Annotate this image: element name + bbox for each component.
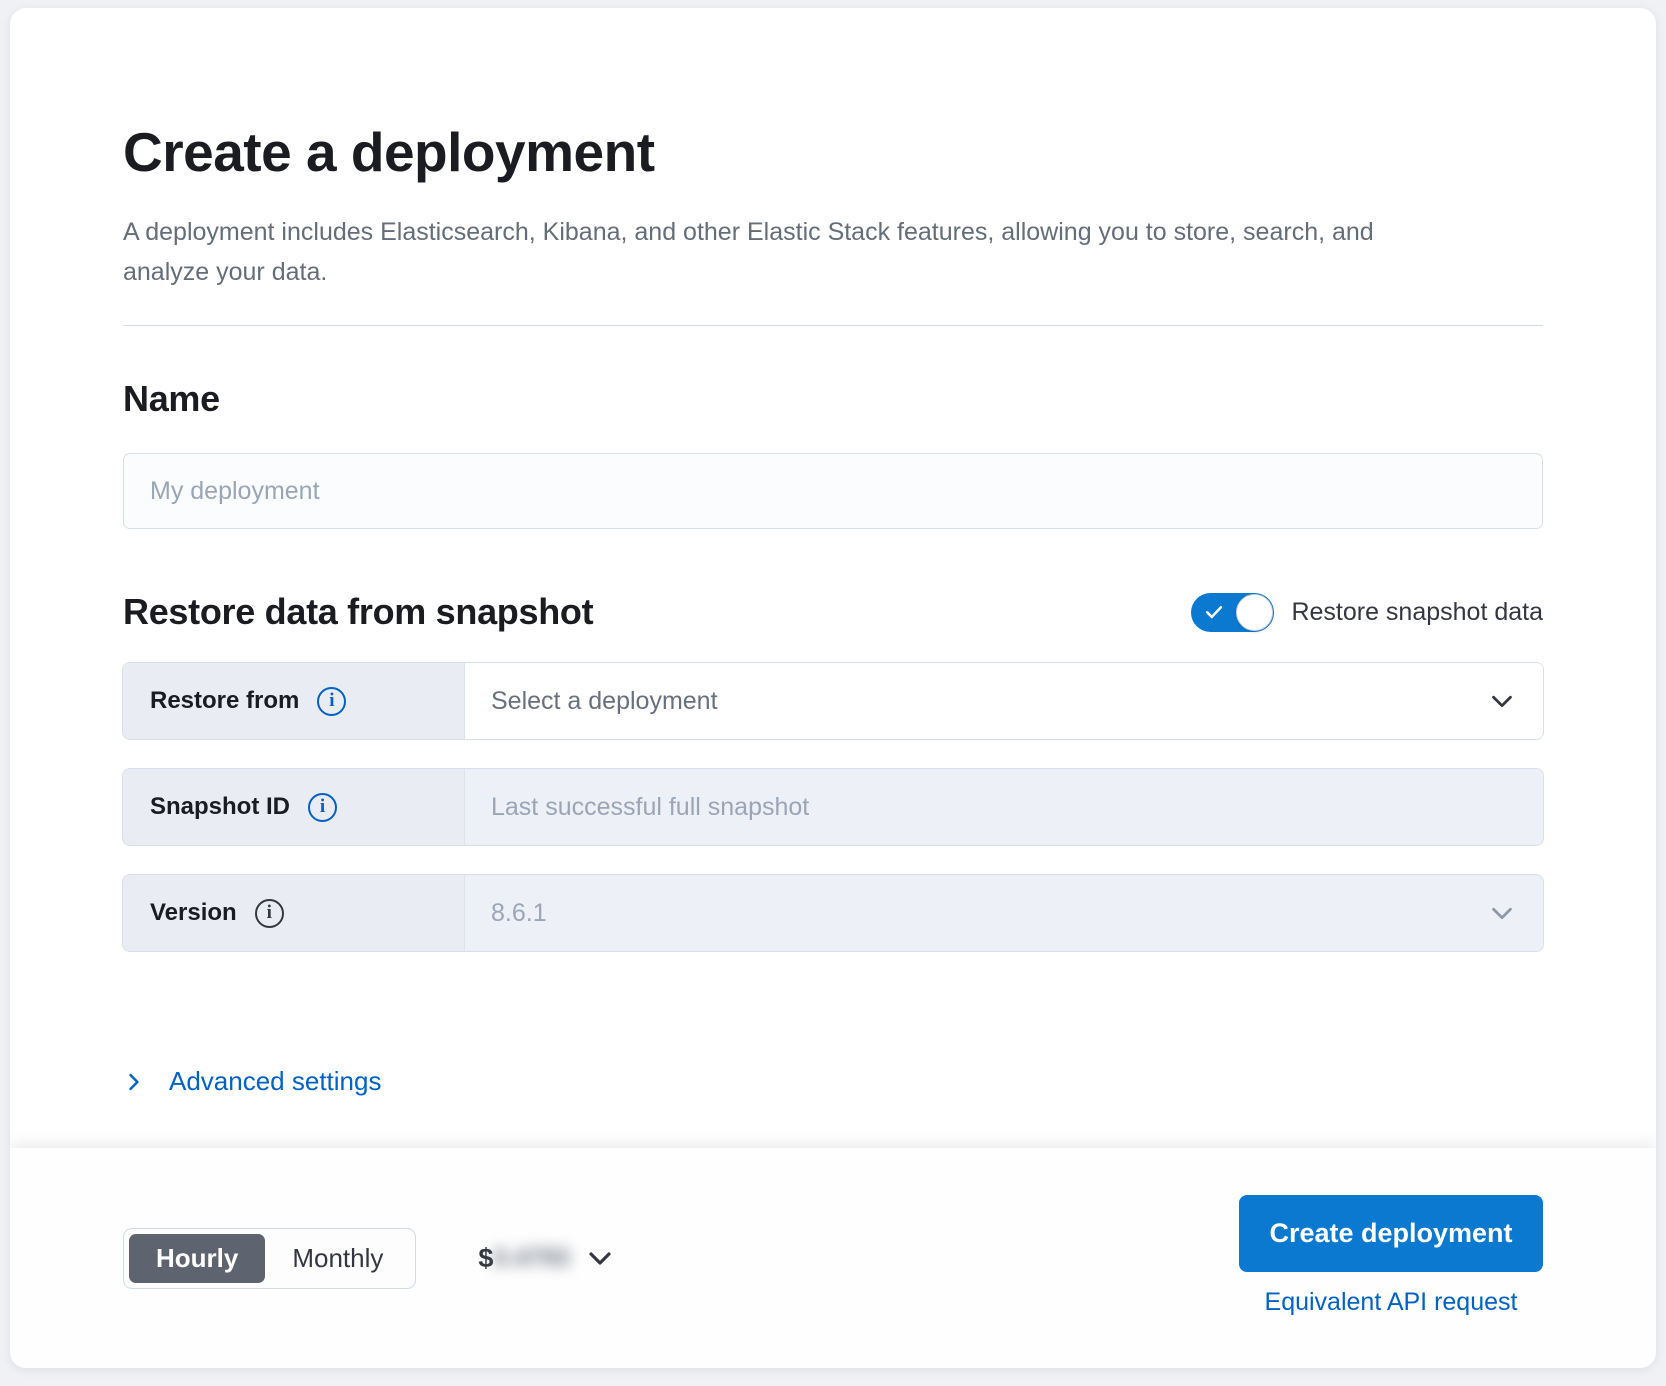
snapshot-id-value: Last successful full snapshot <box>491 792 810 821</box>
snapshot-id-input[interactable]: Last successful full snapshot <box>465 769 1543 845</box>
version-value: 8.6.1 <box>491 898 547 927</box>
create-deployment-panel: Create a deployment A deployment include… <box>10 8 1656 1368</box>
restore-from-label: Restore from <box>150 687 300 714</box>
create-deployment-button[interactable]: Create deployment <box>1239 1195 1543 1272</box>
name-heading: Name <box>123 378 220 419</box>
deployment-name-input[interactable] <box>123 453 1543 529</box>
price-currency: $ <box>478 1242 494 1273</box>
version-prepend: Version i <box>123 875 465 951</box>
info-icon[interactable]: i <box>308 792 338 822</box>
snapshot-id-prepend: Snapshot ID i <box>123 769 465 845</box>
main-content: Create a deployment A deployment include… <box>10 8 1656 1148</box>
billing-option-monthly[interactable]: Monthly <box>292 1242 384 1273</box>
snapshot-id-label: Snapshot ID <box>150 793 291 820</box>
restore-section-heading: Restore data from snapshot <box>123 591 594 632</box>
chevron-right-icon <box>129 1073 139 1090</box>
billing-option-hourly[interactable]: Hourly <box>129 1233 266 1283</box>
snapshot-id-row: Snapshot ID i Last successful full snaps… <box>123 769 1543 845</box>
restore-from-row: Restore from i Select a deployment <box>123 663 1543 739</box>
price-dropdown[interactable]: $ 0.4793 <box>478 1242 616 1274</box>
toggle-knob <box>1236 593 1274 631</box>
check-icon <box>1206 605 1223 618</box>
chevron-down-icon <box>1492 695 1512 708</box>
version-select[interactable]: 8.6.1 <box>465 875 1543 951</box>
page-title: Create a deployment <box>123 121 655 183</box>
price-value-blurred: 0.4793 <box>493 1243 570 1272</box>
chevron-down-icon <box>1492 907 1512 920</box>
restore-from-value: Select a deployment <box>491 686 718 715</box>
restore-snapshot-toggle-label: Restore snapshot data <box>1291 597 1543 626</box>
restore-from-prepend: Restore from i <box>123 663 465 739</box>
restore-from-select[interactable]: Select a deployment <box>465 663 1543 739</box>
info-icon[interactable]: i <box>254 898 284 928</box>
chevron-down-icon <box>589 1252 611 1265</box>
advanced-settings-label: Advanced settings <box>169 1066 382 1096</box>
equivalent-api-request-link[interactable]: Equivalent API request <box>1264 1288 1518 1316</box>
advanced-settings-link[interactable]: Advanced settings <box>123 1066 381 1097</box>
restore-snapshot-toggle[interactable] <box>1191 592 1275 632</box>
version-row: Version i 8.6.1 <box>123 875 1543 951</box>
divider <box>123 325 1543 326</box>
version-label: Version <box>150 899 237 926</box>
billing-interval-group: Hourly Monthly <box>123 1227 417 1289</box>
footer-bar: Hourly Monthly $ 0.4793 Create deploymen… <box>10 1148 1656 1368</box>
info-icon[interactable]: i <box>317 686 347 716</box>
page-subtitle: A deployment includes Elasticsearch, Kib… <box>123 218 1374 286</box>
